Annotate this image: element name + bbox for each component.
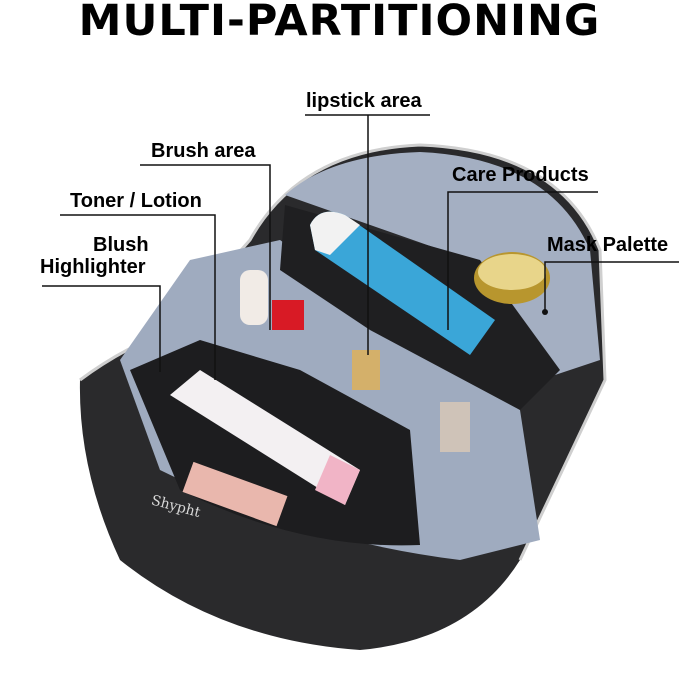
red-lipstick bbox=[272, 300, 304, 330]
label-brush-area: Brush area bbox=[151, 140, 256, 162]
headline: MULTI-PARTITIONING bbox=[78, 0, 601, 46]
pink-compact bbox=[182, 461, 288, 527]
label-mask-palette: Mask Palette bbox=[547, 234, 669, 256]
label-highlighter: Highlighter bbox=[40, 256, 146, 278]
label-lipstick-area: lipstick area bbox=[306, 90, 422, 112]
perfume-bottle bbox=[440, 402, 470, 452]
label-care-products: Care Products bbox=[452, 164, 589, 186]
label-toner-lotion: Toner / Lotion bbox=[70, 190, 202, 212]
label-blush: Blush bbox=[93, 234, 149, 256]
white-bottle bbox=[240, 270, 268, 325]
gold-lipstick bbox=[352, 350, 380, 390]
pink-tube bbox=[170, 370, 360, 505]
leader-lines bbox=[42, 114, 679, 380]
